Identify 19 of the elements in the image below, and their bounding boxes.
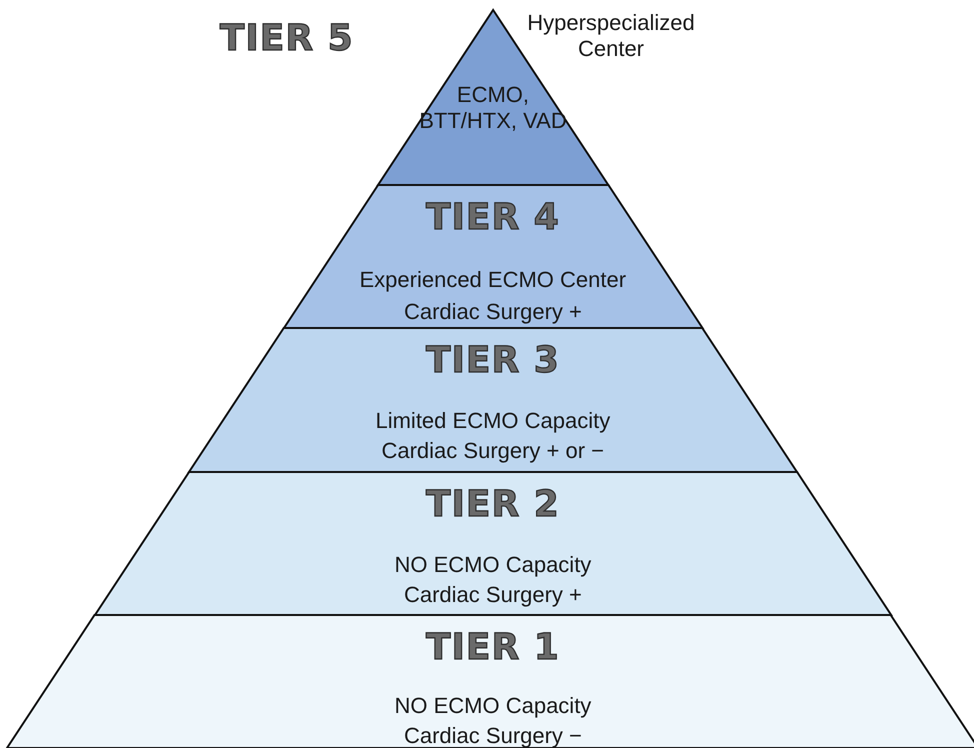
tier-heading: TIER 3 — [426, 340, 560, 381]
tier-description: Experienced ECMO Center — [359, 267, 626, 293]
tier-description: Cardiac Surgery + — [404, 299, 582, 325]
tier-description: Limited ECMO Capacity — [375, 408, 610, 434]
pyramid-tier — [284, 185, 702, 328]
tier-heading: TIER 1 — [426, 627, 560, 668]
tier-description: ECMO, BTT/HTX, VAD — [418, 82, 568, 134]
pyramid-tier — [7, 615, 974, 748]
tier-heading: TIER 5 — [220, 18, 354, 59]
tier-description: NO ECMO Capacity — [394, 693, 592, 719]
tier-description: Cardiac Surgery + — [404, 582, 582, 608]
tier-heading: TIER 4 — [426, 197, 560, 238]
tier-caption: Hyperspecialized Center — [526, 10, 696, 62]
tier-heading: TIER 2 — [426, 484, 560, 525]
tier-description: Cardiac Surgery − — [404, 723, 582, 748]
tier-description: Cardiac Surgery + or − — [381, 438, 604, 464]
tier-description: NO ECMO Capacity — [394, 552, 592, 578]
pyramid-tier — [94, 472, 892, 615]
pyramid-tier — [189, 328, 797, 472]
